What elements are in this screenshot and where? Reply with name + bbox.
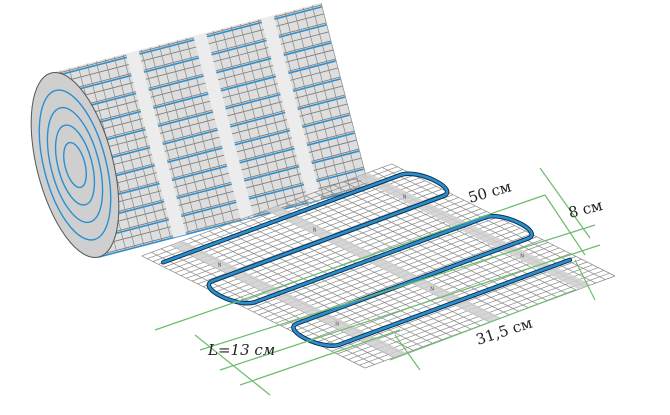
fixing-tape (265, 205, 502, 323)
pitch-extension-line (199, 224, 596, 351)
roll-cable (74, 96, 346, 168)
roll-strap (260, 15, 322, 203)
roll-mesh-line (320, 2, 370, 188)
roll-strap (125, 50, 187, 238)
roll-mesh-line (284, 12, 334, 197)
roll-mesh-line (185, 37, 235, 223)
roll-cable (65, 60, 336, 132)
roll-mesh-line (104, 58, 154, 244)
roll-cable (60, 42, 332, 114)
width-dimension-line (154, 194, 546, 331)
mat-width-label: 50 см (466, 177, 514, 207)
brand-mark: N (520, 254, 524, 260)
roll-cable (70, 78, 341, 150)
roll-mesh-line (113, 56, 163, 241)
roll-cable (84, 132, 355, 204)
roll-strap (193, 32, 254, 221)
roll-cable (51, 6, 322, 78)
roll-cable (56, 24, 327, 96)
brand-mark: N (403, 195, 407, 201)
roll-mesh-line (221, 28, 271, 213)
roll-end-cable-coil (63, 141, 87, 189)
pitch-dimension-line (539, 167, 591, 239)
roll-mesh-line (293, 9, 343, 195)
loop-length-label: L=13 см (207, 341, 275, 359)
loop-dimension-line (239, 329, 401, 386)
dimension-lines (154, 167, 601, 396)
roll-end-cable-coil (54, 124, 96, 206)
heating-cable (161, 172, 572, 347)
roll-mesh-line (95, 61, 145, 246)
roll-mesh-line (257, 19, 307, 204)
roll-end (30, 72, 120, 258)
roll-cable (88, 150, 360, 222)
brand-mark: N (218, 263, 222, 269)
pitch-extension-line (544, 194, 586, 256)
roll-mesh-line (122, 54, 172, 239)
roll-mesh-line (158, 44, 208, 230)
roll-mesh-line (167, 42, 217, 227)
brand-mark: N (430, 287, 434, 293)
mesh-line (141, 163, 392, 257)
roll-end-cable-coil (38, 89, 112, 241)
roll-mesh-line (239, 23, 289, 209)
roll-mesh-line (140, 49, 190, 234)
roll-mesh-line (302, 7, 352, 192)
roll-mesh-line (212, 30, 262, 216)
roll-cable (79, 114, 350, 186)
brand-mark: N (335, 322, 339, 328)
tape-extension-line (394, 334, 421, 371)
roll-mesh-line (311, 5, 361, 190)
extension-line (219, 244, 601, 371)
tape-extension-line (574, 259, 596, 301)
roll-end-cable-coil (46, 106, 104, 224)
roll-mesh-line (248, 21, 298, 206)
roll-mesh-line (176, 40, 226, 225)
roll-mesh-line (149, 47, 199, 232)
cable-pitch-label: 8 см (567, 196, 605, 222)
roll-mesh-line (230, 26, 280, 211)
roll-mesh-line (275, 14, 325, 199)
mat-roll (30, 2, 370, 258)
loop-extension-line (194, 334, 271, 396)
tape-spacing-dimension-line (389, 289, 576, 361)
roll-cable (93, 168, 364, 240)
brand-mark: N (313, 228, 317, 234)
fixing-tape (355, 172, 592, 290)
